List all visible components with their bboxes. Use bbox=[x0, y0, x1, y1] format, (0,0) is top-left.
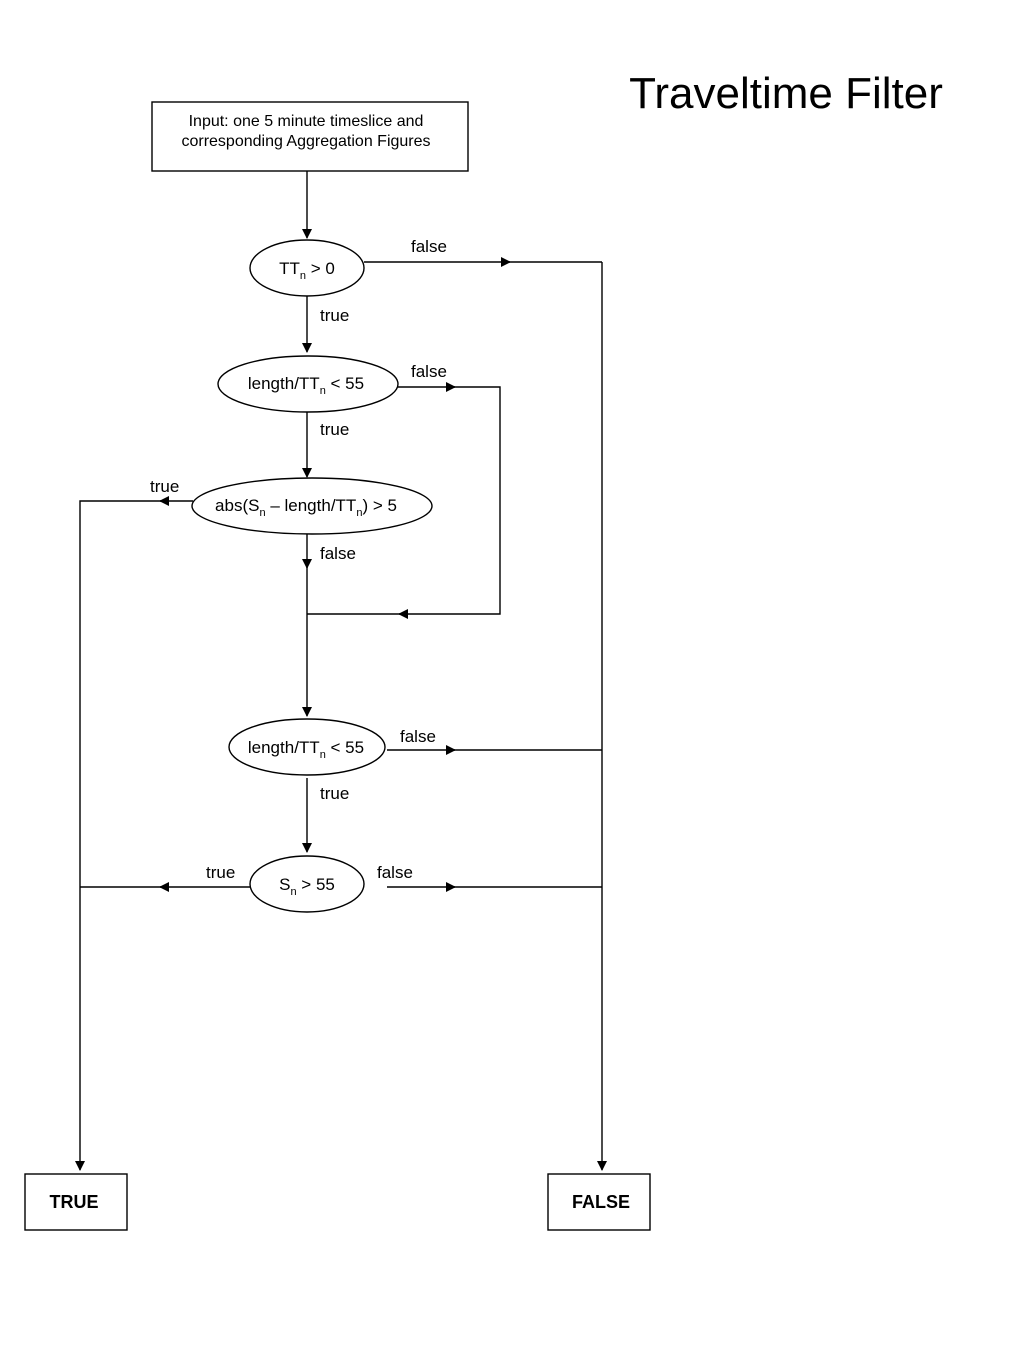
edge-true-rail bbox=[75, 500, 165, 1171]
label-n3-true: true bbox=[150, 477, 179, 496]
label-n5-true: true bbox=[206, 863, 235, 882]
terminal-false: FALSE bbox=[547, 1173, 651, 1231]
label-n2-false: false bbox=[411, 362, 447, 381]
decision-n1: TTn > 0 bbox=[249, 239, 365, 297]
decision-n3: abs(Sn – length/TTn) > 5 bbox=[191, 477, 433, 535]
decision-n4: length/TTn < 55 bbox=[228, 718, 386, 776]
label-n3-false: false bbox=[320, 544, 356, 563]
decision-n2: length/TTn < 55 bbox=[217, 355, 399, 413]
svg-text:length/TTn < 55: length/TTn < 55 bbox=[248, 374, 364, 397]
edge-labels: false true false true true false false t… bbox=[150, 237, 447, 882]
edges bbox=[75, 171, 607, 1171]
label-n4-true: true bbox=[320, 784, 349, 803]
label-n1-true: true bbox=[320, 306, 349, 325]
input-box-line1: Input: one 5 minute timeslice and bbox=[189, 113, 424, 130]
svg-text:TTn > 0: TTn > 0 bbox=[279, 259, 335, 282]
terminal-true-label: TRUE bbox=[50, 1192, 99, 1212]
terminal-false-label: FALSE bbox=[572, 1192, 630, 1212]
svg-text:length/TTn < 55: length/TTn < 55 bbox=[248, 738, 364, 761]
label-n4-false: false bbox=[400, 727, 436, 746]
edge-n2-false-loop bbox=[445, 386, 501, 615]
input-box-line2: corresponding Aggregation Figures bbox=[181, 133, 430, 150]
input-box: Input: one 5 minute timeslice and corres… bbox=[151, 101, 469, 172]
terminal-true: TRUE bbox=[24, 1173, 128, 1231]
svg-text:Sn > 55: Sn > 55 bbox=[279, 875, 335, 898]
label-n2-true: true bbox=[320, 420, 349, 439]
decision-n5: Sn > 55 bbox=[249, 855, 365, 913]
diagram-title: Traveltime Filter bbox=[629, 69, 943, 118]
svg-text:abs(Sn – length/TTn) > 5: abs(Sn – length/TTn) > 5 bbox=[215, 496, 397, 519]
label-n1-false: false bbox=[411, 237, 447, 256]
label-n5-false: false bbox=[377, 863, 413, 882]
